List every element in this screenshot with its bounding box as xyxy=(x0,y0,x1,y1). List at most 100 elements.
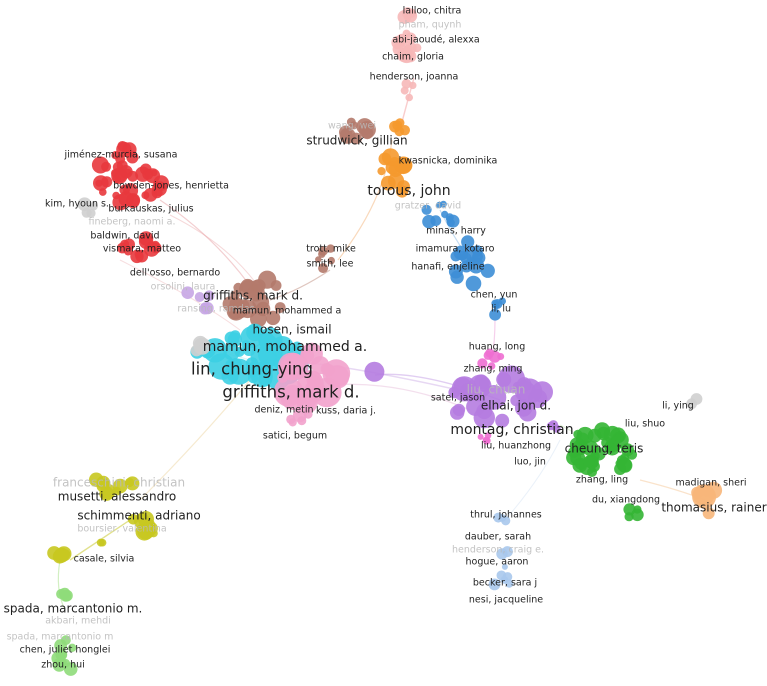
node-brown[interactable] xyxy=(356,118,374,135)
node-purple[interactable] xyxy=(516,377,532,392)
node-purple[interactable] xyxy=(450,405,465,420)
node-purple[interactable] xyxy=(474,391,484,402)
node-pink[interactable] xyxy=(304,395,316,408)
node-magenta[interactable] xyxy=(477,433,484,440)
node-green[interactable] xyxy=(583,455,595,468)
node-lightblue[interactable] xyxy=(501,563,508,570)
node-green[interactable] xyxy=(614,433,624,443)
node-red[interactable] xyxy=(101,161,112,172)
node-lightblue[interactable] xyxy=(502,572,513,582)
node-blue[interactable] xyxy=(480,263,495,278)
node-brown[interactable] xyxy=(315,256,322,263)
node-lavender[interactable] xyxy=(203,290,215,302)
node-blue[interactable] xyxy=(421,204,432,215)
node-brown[interactable] xyxy=(318,246,328,256)
node-red[interactable] xyxy=(99,188,107,196)
node-magenta[interactable] xyxy=(488,350,501,363)
node-magenta[interactable] xyxy=(477,358,488,369)
node-lightpink[interactable] xyxy=(402,29,411,38)
node-lightblue[interactable] xyxy=(496,548,508,560)
node-olive[interactable] xyxy=(98,538,107,547)
node-blue[interactable] xyxy=(453,245,469,261)
node-purple[interactable] xyxy=(453,377,472,396)
node-blue[interactable] xyxy=(441,210,449,218)
node-brown[interactable] xyxy=(265,310,281,326)
node-red[interactable] xyxy=(151,187,163,199)
node-magenta[interactable] xyxy=(487,362,496,370)
node-blue[interactable] xyxy=(461,235,475,249)
node-olive[interactable] xyxy=(100,478,111,489)
node-cyan[interactable] xyxy=(250,343,277,370)
node-magenta[interactable] xyxy=(482,436,490,444)
node-red[interactable] xyxy=(101,176,113,188)
node-orange[interactable] xyxy=(387,172,405,189)
node-cyan[interactable] xyxy=(247,324,262,338)
node-orange[interactable] xyxy=(395,118,405,128)
node-purple[interactable] xyxy=(466,397,485,417)
node-green[interactable] xyxy=(623,503,636,516)
node-cyan[interactable] xyxy=(292,341,302,352)
node-brown[interactable] xyxy=(236,299,250,313)
node-pink[interactable] xyxy=(321,363,335,377)
node-cyan[interactable] xyxy=(225,358,253,385)
node-brown[interactable] xyxy=(326,244,335,253)
node-orange[interactable] xyxy=(378,152,392,166)
node-green[interactable] xyxy=(582,440,599,457)
node-lightgreen[interactable] xyxy=(60,590,72,602)
node-red[interactable] xyxy=(117,141,128,152)
node-red[interactable] xyxy=(138,231,154,246)
node-blue[interactable] xyxy=(466,257,476,267)
node-green[interactable] xyxy=(587,428,602,443)
node-lightpink[interactable] xyxy=(400,86,409,95)
node-cyan[interactable] xyxy=(230,335,240,344)
node-olive[interactable] xyxy=(112,486,122,496)
node-pink[interactable] xyxy=(282,354,309,380)
node-brown[interactable] xyxy=(240,278,256,294)
node-peach[interactable] xyxy=(702,507,715,520)
node-red[interactable] xyxy=(123,238,135,251)
node-green[interactable] xyxy=(633,505,642,514)
node-lightgreen[interactable] xyxy=(55,648,67,661)
node-purple[interactable] xyxy=(495,413,510,428)
node-lavender[interactable] xyxy=(199,303,211,315)
node-green[interactable] xyxy=(626,449,638,460)
node-purple[interactable] xyxy=(364,361,385,382)
node-red[interactable] xyxy=(111,167,128,184)
node-grey[interactable] xyxy=(686,398,697,410)
node-red[interactable] xyxy=(95,179,103,187)
node-orange[interactable] xyxy=(396,157,413,174)
node-red[interactable] xyxy=(134,250,143,259)
node-pink[interactable] xyxy=(280,385,306,410)
node-blue[interactable] xyxy=(489,308,501,321)
node-lightpink[interactable] xyxy=(405,93,414,102)
node-lightpink[interactable] xyxy=(412,43,422,53)
node-green[interactable] xyxy=(616,455,628,466)
node-purple[interactable] xyxy=(528,389,548,409)
node-olive[interactable] xyxy=(52,549,67,564)
node-lightblue[interactable] xyxy=(505,579,514,588)
node-lightpink[interactable] xyxy=(401,78,412,89)
node-grey[interactable] xyxy=(77,197,92,212)
node-brown[interactable] xyxy=(230,290,240,300)
node-green[interactable] xyxy=(611,442,621,452)
node-lightpink[interactable] xyxy=(398,47,415,64)
node-grey[interactable] xyxy=(190,344,203,357)
node-lightblue[interactable] xyxy=(493,512,504,523)
node-red[interactable] xyxy=(118,191,134,207)
node-purple[interactable] xyxy=(514,399,533,417)
node-blue[interactable] xyxy=(422,214,436,229)
node-peach[interactable] xyxy=(705,481,723,499)
node-blue[interactable] xyxy=(492,299,503,309)
node-pink[interactable] xyxy=(286,414,296,424)
node-olive[interactable] xyxy=(133,513,150,529)
node-green[interactable] xyxy=(614,463,627,475)
node-lavender[interactable] xyxy=(194,292,205,302)
node-brown[interactable] xyxy=(327,256,335,265)
node-lightgreen[interactable] xyxy=(54,639,67,652)
node-orange[interactable] xyxy=(377,167,386,176)
node-blue[interactable] xyxy=(446,214,460,228)
node-purple[interactable] xyxy=(479,377,491,389)
node-red[interactable] xyxy=(151,240,160,250)
node-pink[interactable] xyxy=(303,409,313,419)
node-peach[interactable] xyxy=(691,486,703,499)
